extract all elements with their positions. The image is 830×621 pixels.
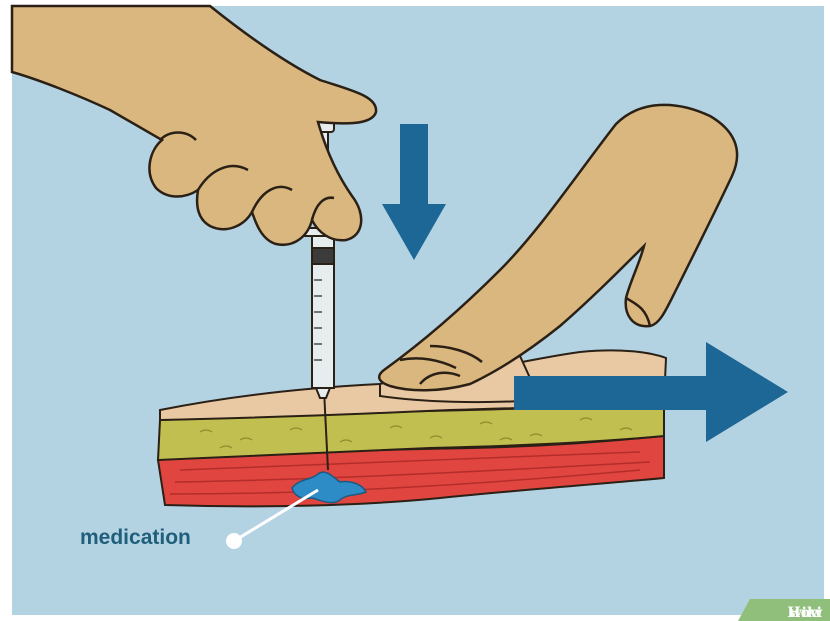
medication-label: medication [80,526,191,550]
arrow-down-icon [382,124,446,260]
right-hand-icon [379,105,737,390]
